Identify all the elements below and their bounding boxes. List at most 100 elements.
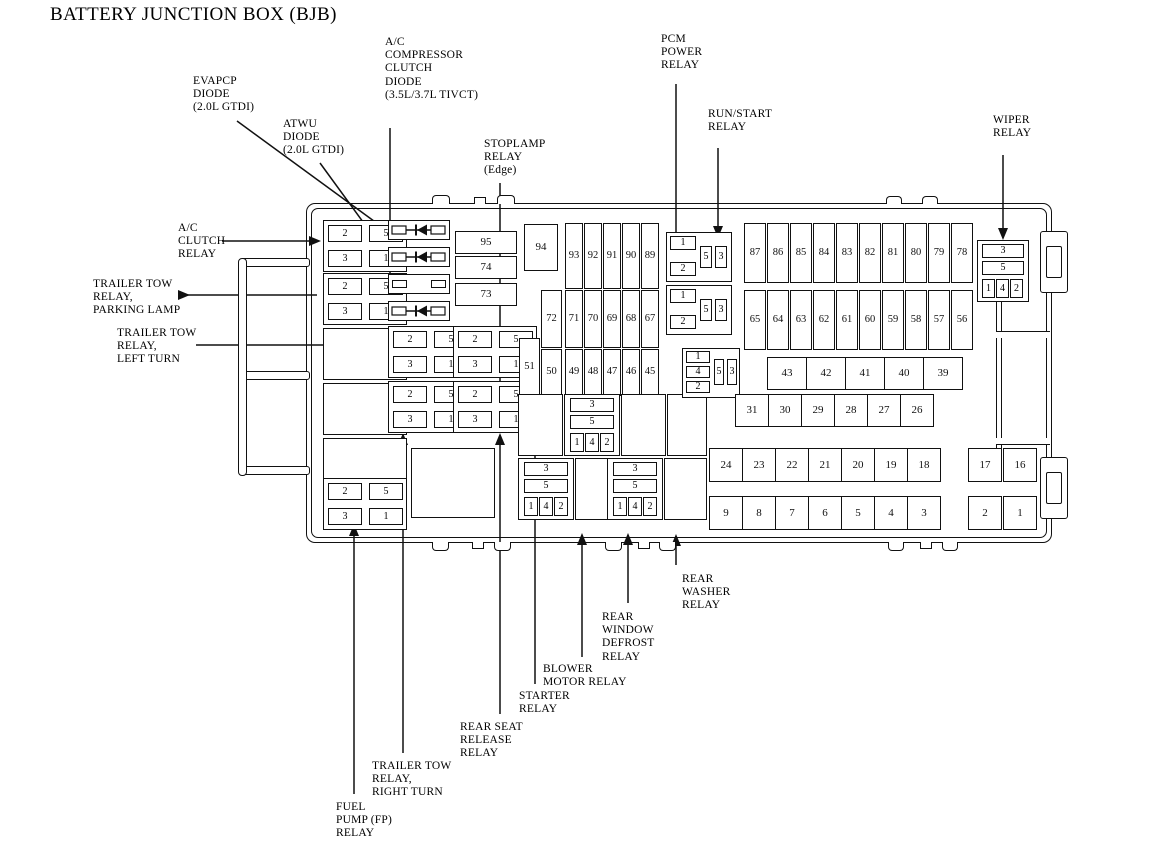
relay-pin: 3 bbox=[613, 462, 657, 476]
fuse-cell[interactable]: 92 bbox=[584, 223, 602, 289]
fuse-cell[interactable]: 62 bbox=[813, 290, 835, 350]
fuse-cell[interactable]: 31 bbox=[735, 394, 769, 427]
fuse-cell[interactable]: 42 bbox=[806, 357, 846, 390]
fuse-cell[interactable]: 28 bbox=[834, 394, 868, 427]
housing-tab-bottom-8 bbox=[920, 542, 932, 549]
fuse-cell[interactable]: 79 bbox=[928, 223, 950, 283]
fuse-cell[interactable]: 20 bbox=[841, 448, 875, 482]
fuse-cell[interactable]: 18 bbox=[907, 448, 941, 482]
fuse-cell[interactable]: 4 bbox=[874, 496, 908, 530]
fuse-cell[interactable]: 82 bbox=[859, 223, 881, 283]
fuse-cell[interactable]: 46 bbox=[622, 349, 640, 396]
fuse-cell[interactable]: 65 bbox=[744, 290, 766, 350]
fuse-cell[interactable]: 94 bbox=[524, 224, 558, 271]
page-title: BATTERY JUNCTION BOX (BJB) bbox=[50, 4, 337, 25]
relay-pin: 5 bbox=[982, 261, 1024, 275]
fuse-cell[interactable]: 73 bbox=[455, 283, 517, 306]
diode-pad-left bbox=[392, 280, 407, 288]
fuse-cell[interactable]: 93 bbox=[565, 223, 583, 289]
blank-socket-center-upper-far bbox=[667, 394, 707, 456]
fuse-cell[interactable]: 16 bbox=[1003, 448, 1037, 482]
fuse-cell[interactable]: 68 bbox=[622, 290, 640, 348]
fuse-cell[interactable]: 87 bbox=[744, 223, 766, 283]
fuse-cell[interactable]: 45 bbox=[641, 349, 659, 396]
relay-pin: 2 bbox=[393, 331, 427, 348]
relay-pin: 3 bbox=[393, 411, 427, 428]
fuse-cell[interactable]: 86 bbox=[767, 223, 789, 283]
diode-slot-empty[interactable] bbox=[388, 274, 450, 294]
relay-pin: 5 bbox=[714, 359, 724, 385]
fuse-cell[interactable]: 7 bbox=[775, 496, 809, 530]
fuse-cell[interactable]: 58 bbox=[905, 290, 927, 350]
fuse-cell[interactable]: 95 bbox=[455, 231, 517, 254]
fuse-cell[interactable]: 64 bbox=[767, 290, 789, 350]
fuse-cell[interactable]: 89 bbox=[641, 223, 659, 289]
relay-pin: 1 bbox=[369, 508, 403, 525]
fuse-cell[interactable]: 8 bbox=[742, 496, 776, 530]
fuse-cell[interactable]: 50 bbox=[541, 349, 562, 396]
fuse-cell[interactable]: 57 bbox=[928, 290, 950, 350]
fuse-cell[interactable]: 60 bbox=[859, 290, 881, 350]
relay-pin: 2 bbox=[670, 262, 696, 276]
fuse-cell[interactable]: 85 bbox=[790, 223, 812, 283]
fuse-cell[interactable]: 81 bbox=[882, 223, 904, 283]
housing-tab-bottom-1 bbox=[432, 542, 449, 551]
fuse-cell[interactable]: 24 bbox=[709, 448, 743, 482]
fuse-cell[interactable]: 17 bbox=[968, 448, 1002, 482]
fuse-cell[interactable]: 22 bbox=[775, 448, 809, 482]
fuse-cell[interactable]: 29 bbox=[801, 394, 835, 427]
fuse-cell[interactable]: 67 bbox=[641, 290, 659, 348]
fuse-cell[interactable]: 9 bbox=[709, 496, 743, 530]
fuse-cell[interactable]: 48 bbox=[584, 349, 602, 396]
fuse-cell[interactable]: 74 bbox=[455, 256, 517, 279]
fuse-cell[interactable]: 26 bbox=[900, 394, 934, 427]
relay-pin: 4 bbox=[686, 366, 710, 378]
blank-socket-center-upper-right bbox=[621, 394, 666, 456]
blank-socket-center-lower-right bbox=[664, 458, 707, 520]
fuse-cell[interactable]: 43 bbox=[767, 357, 807, 390]
fuse-cell[interactable]: 2 bbox=[968, 496, 1002, 530]
fuse-cell[interactable]: 23 bbox=[742, 448, 776, 482]
fuse-cell[interactable]: 27 bbox=[867, 394, 901, 427]
housing-left-bracket bbox=[238, 258, 247, 476]
fuse-cell[interactable]: 51 bbox=[519, 338, 540, 396]
fuse-cell[interactable]: 47 bbox=[603, 349, 621, 396]
connector-ear-lower-inner bbox=[1046, 472, 1062, 504]
fuse-cell[interactable]: 71 bbox=[565, 290, 583, 348]
fuse-cell[interactable]: 69 bbox=[603, 290, 621, 348]
fuse-cell[interactable]: 21 bbox=[808, 448, 842, 482]
fuse-cell[interactable]: 40 bbox=[884, 357, 924, 390]
fuse-cell[interactable]: 3 bbox=[907, 496, 941, 530]
fuse-cell[interactable]: 63 bbox=[790, 290, 812, 350]
relay-pin: 3 bbox=[328, 508, 362, 525]
relay-pin: 3 bbox=[715, 246, 727, 268]
housing-tab-bottom-2 bbox=[472, 542, 484, 549]
relay-pin: 2 bbox=[328, 278, 362, 295]
fuse-cell[interactable]: 59 bbox=[882, 290, 904, 350]
fuse-cell[interactable]: 39 bbox=[923, 357, 963, 390]
fuse-cell[interactable]: 5 bbox=[841, 496, 875, 530]
fuse-cell[interactable]: 80 bbox=[905, 223, 927, 283]
fuse-cell[interactable]: 30 bbox=[768, 394, 802, 427]
fuse-cell[interactable]: 70 bbox=[584, 290, 602, 348]
fuse-cell[interactable]: 83 bbox=[836, 223, 858, 283]
relay-pin: 4 bbox=[539, 497, 553, 516]
fuse-cell[interactable]: 56 bbox=[951, 290, 973, 350]
fuse-cell[interactable]: 1 bbox=[1003, 496, 1037, 530]
fuse-cell[interactable]: 91 bbox=[603, 223, 621, 289]
fuse-cell[interactable]: 41 bbox=[845, 357, 885, 390]
fuse-cell[interactable]: 19 bbox=[874, 448, 908, 482]
fuse-cell[interactable]: 6 bbox=[808, 496, 842, 530]
callout-label-trailer-tow-relay-parking-lamp: TRAILER TOW RELAY, PARKING LAMP bbox=[93, 278, 181, 317]
callout-label-atwu-diode: ATWU DIODE (2.0L GTDI) bbox=[283, 118, 345, 157]
fuse-cell[interactable]: 61 bbox=[836, 290, 858, 350]
fuse-cell[interactable]: 84 bbox=[813, 223, 835, 283]
fuse-cell[interactable]: 72 bbox=[541, 290, 562, 348]
fuse-cell[interactable]: 90 bbox=[622, 223, 640, 289]
relay-pin: 1 bbox=[670, 236, 696, 250]
callout-label-pcm-power-relay: PCM POWER RELAY bbox=[661, 33, 703, 72]
fuse-cell[interactable]: 49 bbox=[565, 349, 583, 396]
relay-pin: 1 bbox=[524, 497, 538, 516]
relay-pin: 2 bbox=[393, 386, 427, 403]
fuse-cell[interactable]: 78 bbox=[951, 223, 973, 283]
